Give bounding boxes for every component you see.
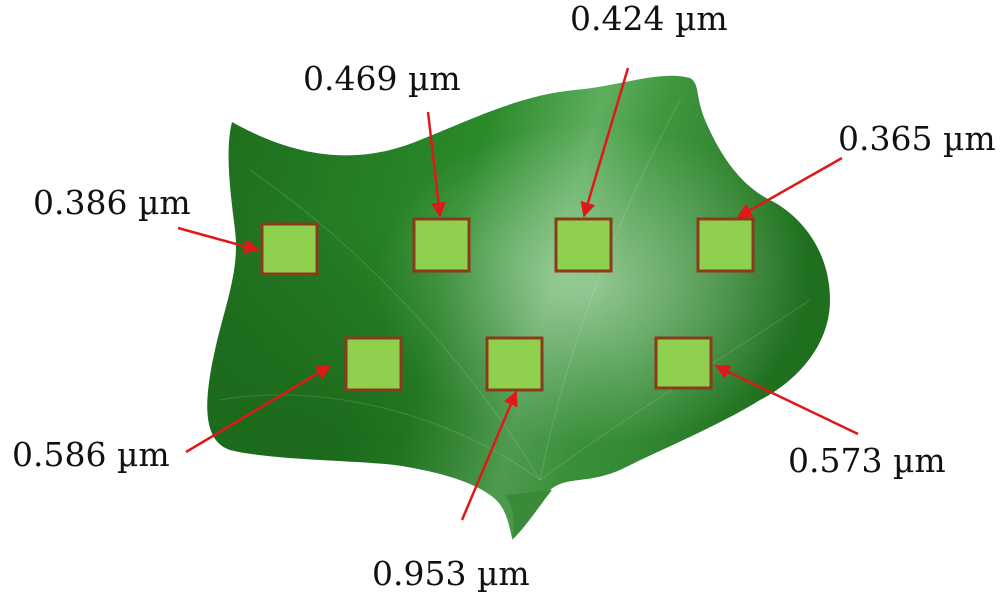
- sample-square-top-center-right: [554, 217, 613, 273]
- sample-square-bottom-left: [344, 336, 403, 392]
- label-bottom-center: 0.953 µm: [372, 554, 530, 593]
- sample-square-top-right: [696, 217, 755, 273]
- label-top-center-right: 0.424 µm: [570, 0, 728, 38]
- arrow-top-center-left: [426, 111, 446, 218]
- arrow-bottom-right: [714, 364, 859, 436]
- sample-squares: [260, 217, 755, 392]
- label-bottom-right: 0.573 µm: [788, 441, 946, 480]
- arrow-top-left: [177, 226, 260, 254]
- sample-square-bottom-center: [485, 336, 544, 392]
- leaf-shadow: [207, 75, 830, 538]
- label-bottom-left: 0.586 µm: [12, 435, 170, 474]
- arrow-bottom-center: [460, 390, 518, 521]
- measurement-labels: 0.386 µm 0.469 µm 0.424 µm 0.365 µm 0.58…: [12, 0, 996, 593]
- label-top-center-left: 0.469 µm: [303, 59, 461, 98]
- sample-square-bottom-right: [654, 336, 713, 390]
- arrow-top-right: [736, 156, 843, 219]
- pointer-arrows: [177, 67, 859, 521]
- label-top-left: 0.386 µm: [33, 183, 191, 222]
- leaf: [207, 75, 830, 540]
- arrow-bottom-left: [185, 364, 332, 454]
- leaf-veins: [219, 99, 811, 481]
- sample-square-top-left: [260, 222, 319, 276]
- leaf-stem: [505, 490, 552, 540]
- label-top-right: 0.365 µm: [838, 119, 996, 158]
- arrow-top-center-right: [580, 67, 630, 218]
- sample-square-top-center-left: [412, 217, 471, 273]
